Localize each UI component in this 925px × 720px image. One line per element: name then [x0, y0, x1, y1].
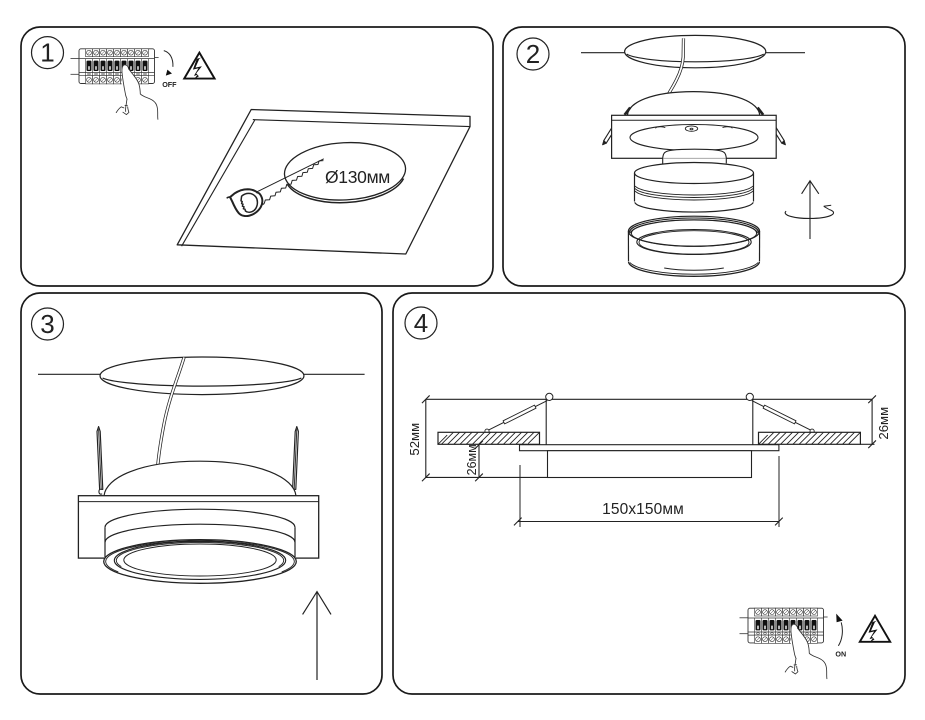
svg-text:3: 3	[40, 309, 54, 339]
svg-text:26мм: 26мм	[465, 444, 479, 475]
svg-text:OFF: OFF	[162, 80, 177, 89]
svg-text:1: 1	[40, 38, 54, 68]
svg-text:150x150мм: 150x150мм	[602, 501, 684, 518]
svg-text:Ø130мм: Ø130мм	[325, 167, 390, 187]
svg-text:52мм: 52мм	[407, 423, 422, 456]
svg-text:ON: ON	[835, 650, 846, 659]
svg-text:26мм: 26мм	[876, 407, 891, 440]
svg-text:4: 4	[414, 308, 428, 338]
svg-text:2: 2	[526, 39, 540, 69]
